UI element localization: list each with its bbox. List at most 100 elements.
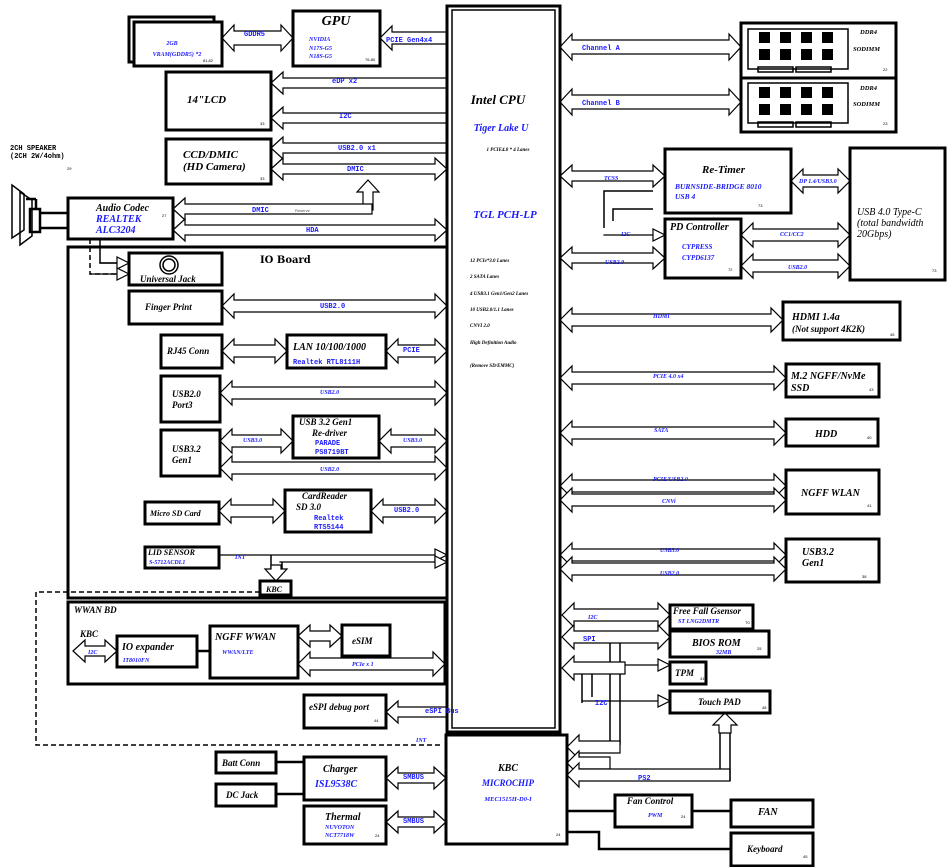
dc-jack[interactable]: DC Jack — [214, 782, 278, 808]
ssd-subtitle: SSD — [791, 383, 809, 394]
keyboard[interactable]: Keyboard 45 — [729, 831, 815, 867]
page-ref: 38 — [862, 574, 867, 579]
page-ref: 27 — [162, 213, 167, 218]
fan-control[interactable]: Fan Control PWM 24 — [613, 793, 694, 829]
usb20-port3-label: USB2.0 — [172, 389, 201, 399]
page-ref: 24 — [556, 832, 561, 837]
card-reader[interactable]: CardReader SD 3.0 Realtek RTS5144 — [283, 488, 373, 534]
hdmi-port[interactable]: HDMI 1.4a (Not support 4K2K) 45 — [781, 300, 902, 342]
dmic-audio-arrow — [172, 196, 373, 222]
universal-jack[interactable]: Universal Jack — [127, 251, 224, 287]
cpu-title: Intel CPU — [470, 92, 526, 107]
bus-label: USB2.0 — [660, 571, 679, 577]
lid-int-arrow — [218, 548, 449, 562]
page-ref: 41 — [867, 503, 872, 508]
retimer[interactable]: Re-Timer BURNSIDE-BRIDGE 8010 USB 4 73 — [663, 147, 793, 215]
audio-codec-block[interactable]: Audio Codec REALTEK ALC3204 27 — [66, 196, 175, 241]
fan-control-type: PWM — [648, 813, 663, 819]
camera-block[interactable]: CCD/DMIC (HD Camera) 33 — [164, 137, 273, 186]
page-ref: 24 — [681, 814, 686, 819]
tpm[interactable]: TPM 41 — [668, 660, 708, 686]
tpm-title: TPM — [675, 668, 695, 678]
rj45-lan-arrow — [221, 337, 288, 365]
finger-print-label: Finger Print — [144, 302, 192, 312]
i2c-gsensor-arrow — [561, 601, 671, 629]
connector-line — [612, 208, 653, 221]
lid-chip: S-5712ACDL1 — [149, 560, 185, 566]
charger[interactable]: Charger ISL9538C — [302, 755, 388, 802]
bus-label: I2C — [587, 615, 598, 621]
finger-print[interactable]: Finger Print — [127, 289, 224, 326]
gpu-vendor: NVIDIA — [308, 37, 330, 43]
bus-label: USB3.0 — [660, 548, 679, 554]
lcd-block[interactable]: 14"LCD 33 — [164, 70, 273, 132]
speaker-spec: (2CH 2W/4ohm) — [10, 153, 65, 161]
kbc-down-arrow — [263, 564, 289, 582]
memory-chip-icon — [780, 87, 791, 98]
bus-label: GDDR5 — [244, 31, 265, 39]
usb32-label: Gen1 — [172, 455, 192, 465]
dimm-pins — [757, 121, 794, 128]
bus-label: USB2.0 — [605, 260, 624, 266]
touchpad-up-arrow — [711, 712, 739, 734]
ddr4-sodimm-a[interactable]: DDR4 SODIMM 22 — [739, 21, 898, 80]
usb32-gen1-left[interactable]: USB3.2 Gen1 — [159, 428, 222, 478]
wwan-board-title: WWAN BD — [74, 605, 117, 615]
connector-line — [603, 190, 653, 228]
usb20-port3[interactable]: USB2.0 Port3 — [159, 374, 222, 424]
dimm-pins — [795, 66, 832, 73]
charger-title: Charger — [323, 764, 358, 775]
wlan[interactable]: NGFF WLAN 41 — [784, 468, 881, 516]
batt-conn[interactable]: Batt Conn — [214, 750, 278, 775]
micro-sd-card[interactable]: Micro SD Card — [143, 500, 221, 526]
speaker-label: 2CH SPEAKER — [10, 145, 57, 153]
dimm-pins — [757, 66, 794, 73]
audio-model: ALC3204 — [95, 225, 135, 236]
io-kbc[interactable]: KBC — [258, 579, 293, 597]
pd-controller[interactable]: PD Controller CYPRESS CYPD6137 72 — [663, 217, 743, 280]
bios-size: 32MB — [715, 650, 731, 656]
usb4-type-c[interactable]: USB 4.0 Type-C (total bandwidth 20Gbps) … — [848, 146, 947, 282]
lid-title: LID SENSOR — [147, 548, 196, 557]
thermal[interactable]: Thermal NUVOTON NCT7718W 24 — [302, 804, 388, 846]
cpu-block[interactable]: Intel CPU Tiger Lake U 1 PCIE4.0 * 4 Lan… — [445, 4, 562, 734]
retimer-title: Re-Timer — [701, 164, 746, 176]
kbc-vendor: MICROCHIP — [481, 778, 535, 788]
ngff-wwan[interactable]: NGFF WWAN WWAN/LTE — [208, 624, 300, 680]
hdd[interactable]: HDD 40 — [784, 417, 880, 448]
page-ref: 45 — [803, 854, 808, 859]
vram-size: 2GB — [165, 41, 177, 47]
touch-pad[interactable]: Touch PAD 48 — [668, 689, 772, 715]
memory-chip-icon — [801, 87, 812, 98]
page-ref: T0 — [745, 620, 750, 625]
vram-block[interactable]: 2GB VRAM(GDDR5) *2 81,82 — [127, 15, 224, 68]
bus-label: I2C — [87, 650, 98, 656]
fan[interactable]: FAN — [729, 798, 815, 829]
lcd-title: 14"LCD — [187, 94, 226, 106]
usb32-gen1-right[interactable]: USB3.2 Gen1 38 — [784, 537, 881, 584]
bus-label: HDMI — [652, 314, 670, 320]
bus-label: USB2.0 x1 — [338, 145, 376, 153]
lan-controller[interactable]: LAN 10/100/1000 Realtek RTL8111H — [285, 333, 388, 370]
bios-rom[interactable]: BIOS ROM 32MB 25 — [668, 629, 771, 659]
cpu-feature: 4 USB3.1 Gen1/Gen2 Lanes — [469, 292, 528, 297]
thermal-vendor: NUVOTON — [324, 825, 355, 831]
espi-debug-port[interactable]: eSPI debug port 44 — [302, 693, 388, 730]
memory-chip-icon — [801, 49, 812, 60]
ssd[interactable]: M.2 NGFF/NvMe SSD 43 — [784, 362, 881, 399]
usb-redriver[interactable]: USB 3.2 Gen1 Re-driver PARADE PS8719BT — [291, 414, 381, 460]
lid-sensor[interactable]: LID SENSOR S-5712ACDL1 — [143, 545, 221, 570]
gsensor[interactable]: Free Fall Gsensor ST LNG2DMTR T0 — [668, 603, 755, 631]
camera-subtitle: (HD Camera) — [183, 161, 246, 173]
memory-chip-icon — [822, 49, 833, 60]
io-expander[interactable]: IO expander IT8010FN — [115, 634, 199, 669]
bus-label: USB2.0 — [394, 507, 419, 515]
rj45-conn[interactable]: RJ45 Conn — [159, 333, 224, 370]
page-ref: 23 — [883, 121, 888, 126]
esim[interactable]: eSIM — [340, 623, 392, 658]
bus-label: PCIE — [403, 347, 420, 355]
gpu-block[interactable]: GPU NVIDIA N17S-G5 N18S-G5 76-80 — [291, 9, 382, 68]
ddr4-sodimm-b[interactable]: DDR4 SODIMM 23 — [739, 76, 898, 134]
kbc-block[interactable]: KBC MICROCHIP MEC1515H-D0-I 24 — [444, 733, 569, 846]
